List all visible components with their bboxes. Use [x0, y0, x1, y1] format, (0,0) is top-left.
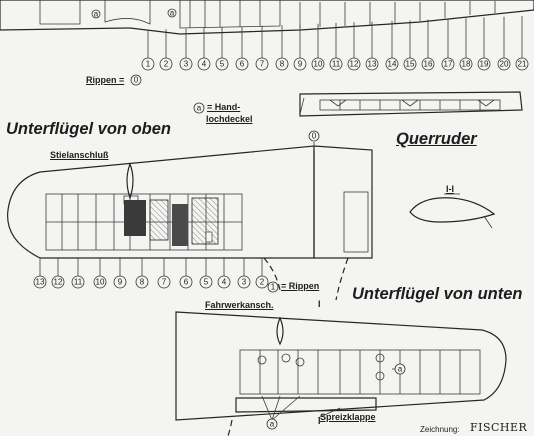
rib-number: 6 [240, 60, 245, 69]
rib-number-circle [311, 57, 325, 71]
rib-number: 11 [74, 278, 83, 287]
rib-number-circle [477, 57, 491, 71]
rib-number-circle [215, 57, 229, 71]
handhole-mark: a [270, 420, 275, 429]
rib-number: 13 [36, 278, 45, 287]
rib-number-circle [197, 57, 211, 71]
legend-rib-symbol: 0 [134, 76, 139, 85]
rib-number-circle [329, 57, 343, 71]
rib-number: 9 [298, 60, 303, 69]
rib-number: 9 [118, 278, 123, 287]
handhole-mark: a [170, 9, 175, 18]
rib-number-circle [385, 57, 399, 71]
upper-wing-panel: a a [0, 0, 534, 35]
rib-number-circle [179, 57, 193, 71]
rib-number-circle [199, 275, 213, 289]
section-mark-top: I [318, 299, 321, 309]
handhole-mark: a [94, 10, 99, 19]
rib-number-circle [459, 57, 473, 71]
legend-handhole-label-1: = Hand- [207, 102, 241, 112]
handhole-mark: a [398, 365, 403, 374]
rib-number-circle [275, 57, 289, 71]
credit-label: Zeichnung: [420, 425, 460, 434]
rib-number: 4 [202, 60, 207, 69]
rib-number: 13 [368, 60, 377, 69]
rib-number-circle [135, 275, 149, 289]
section-mark-bottom: I [318, 416, 321, 426]
rib-number-circle [159, 57, 173, 71]
rib-number-circle [235, 57, 249, 71]
gear-attachment-label: Fahrwerkansch. [205, 300, 274, 310]
wing-top-view-title: Unterflügel von oben [6, 120, 171, 138]
rib-number-circle [365, 57, 379, 71]
rib-number-circle [347, 57, 361, 71]
rib-number: 3 [242, 278, 247, 287]
rib-number: 7 [260, 60, 265, 69]
rib-number: 8 [140, 278, 145, 287]
rib-number-circle [441, 57, 455, 71]
rib-number: 12 [54, 278, 63, 287]
wing-top-rib-number-row: 13 12 11 10 9 8 7 6 5 4 3 2 [33, 258, 269, 289]
legend-handhole-label-2: lochdeckel [206, 114, 253, 124]
rib-number: 18 [462, 60, 471, 69]
rib-number-circle [255, 275, 269, 289]
rib-number-circle [403, 57, 417, 71]
rib-number: 10 [314, 60, 323, 69]
rib-number: 1 [146, 60, 151, 69]
rib-number: 7 [162, 278, 167, 287]
root-rib-marker [308, 130, 320, 142]
rib-number: 4 [222, 278, 227, 287]
rib-number: 8 [280, 60, 285, 69]
rib-number: 5 [220, 60, 225, 69]
strut-attachment-label: Stielanschluß [50, 150, 109, 160]
rib-number: 14 [388, 60, 397, 69]
lower-wing-bottom-view [175, 311, 507, 436]
legend-handhole-symbol: a [197, 104, 202, 113]
rib-number-circle [179, 275, 193, 289]
rib-number: 2 [260, 278, 265, 287]
rib-number-circle [421, 57, 435, 71]
aileron-title: Querruder [396, 130, 477, 148]
wing-bottom-view-title: Unterflügel von unten [352, 285, 523, 303]
rib-number: 11 [332, 60, 341, 69]
rib-number-circle [33, 275, 47, 289]
rib-number-circle [51, 275, 65, 289]
rib-legend-label: = Rippen [281, 281, 320, 291]
rib-number-circle [237, 275, 251, 289]
rib-number: 15 [406, 60, 415, 69]
rib-number-circle [497, 57, 511, 71]
rib-number: 3 [184, 60, 189, 69]
rib-number-circle [71, 275, 85, 289]
rib-number: 5 [204, 278, 209, 287]
rib-number-circle [255, 57, 269, 71]
rib-number: 6 [184, 278, 189, 287]
section-label: I-I [446, 184, 454, 194]
rib-legend-symbol: 1 [271, 283, 276, 292]
rib-number: 16 [424, 60, 433, 69]
rib-number-circle [217, 275, 231, 289]
rib-number: 19 [480, 60, 489, 69]
rib-number: 21 [518, 60, 527, 69]
rib-number: 2 [164, 60, 169, 69]
rib-number: 17 [444, 60, 453, 69]
root-rib-number: 0 [312, 132, 317, 141]
rib-number-circle [93, 275, 107, 289]
legend-rib-label: Rippen = [86, 75, 125, 85]
rib-number-circle [157, 275, 171, 289]
aileron-drawing [299, 91, 523, 117]
rib-number: 12 [350, 60, 359, 69]
rib-number-circle [293, 57, 307, 71]
rib-number-circle [515, 57, 529, 71]
rib-number-circle [141, 57, 155, 71]
rib-number-circle [113, 275, 127, 289]
rib-number: 20 [500, 60, 509, 69]
lower-wing-top-view [7, 142, 373, 301]
rib-number: 10 [96, 278, 105, 287]
airfoil-section [409, 193, 496, 229]
split-flap-label: Spreizklappe [320, 412, 376, 422]
credit-author: FISCHER [470, 421, 528, 434]
